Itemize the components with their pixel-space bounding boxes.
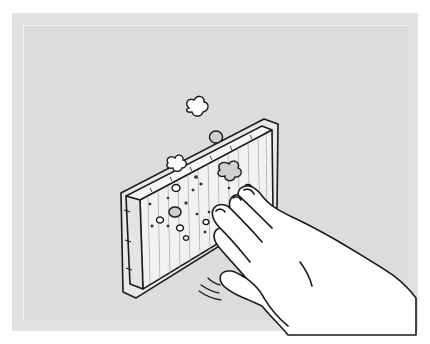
hand (212, 186, 416, 335)
motion-lines (199, 278, 221, 300)
